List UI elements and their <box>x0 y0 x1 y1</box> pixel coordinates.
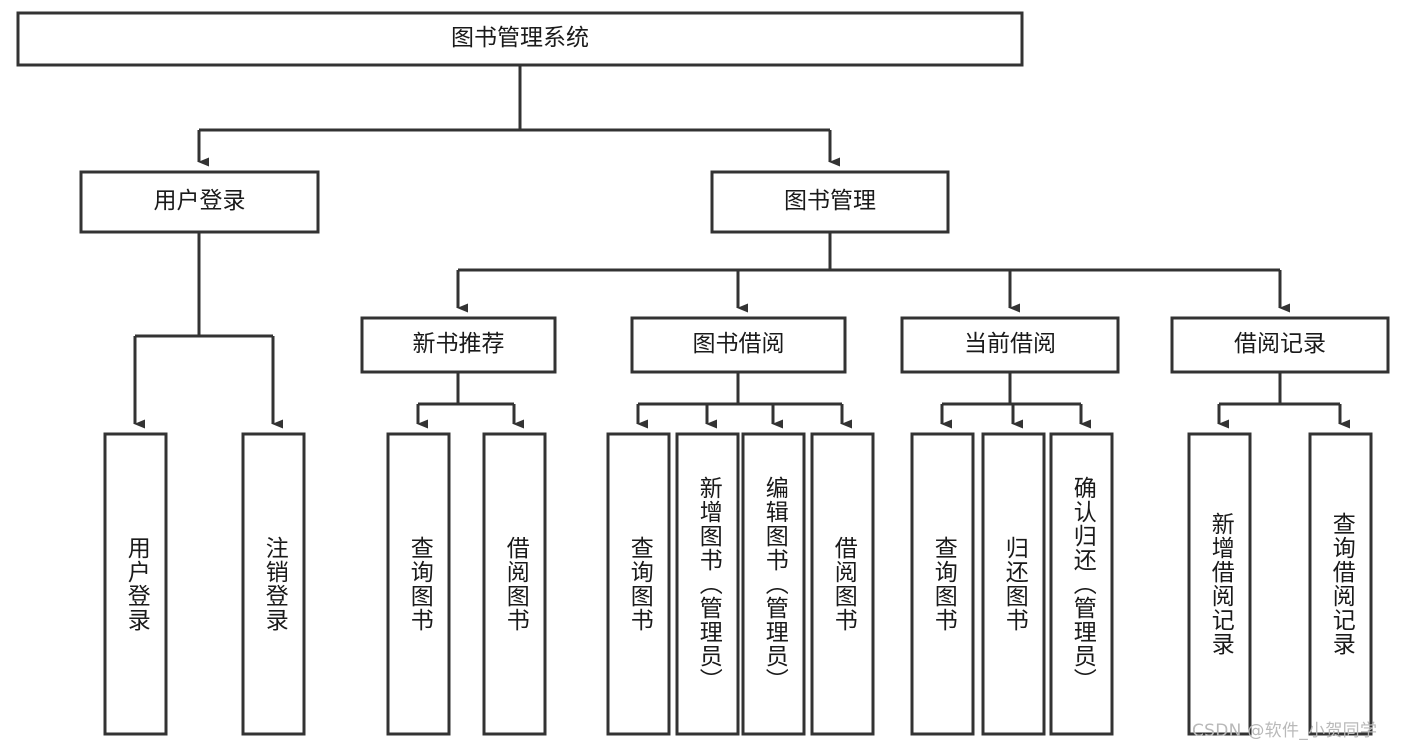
node-box-user-login[interactable] <box>79 170 320 234</box>
node-box-leaf-query-borrow-record[interactable] <box>1308 432 1373 736</box>
node-box-new-book-recommend[interactable] <box>360 316 557 374</box>
connector-lines <box>133 65 1350 429</box>
node-box-leaf-logout-login[interactable] <box>241 432 306 736</box>
node-box-leaf-return-book[interactable] <box>981 432 1046 736</box>
node-boxes <box>16 11 1390 736</box>
node-box-leaf-confirm-return-admin[interactable] <box>1049 432 1114 736</box>
node-box-leaf-borrow-book[interactable] <box>810 432 875 736</box>
node-box-leaf-add-borrow-record[interactable] <box>1187 432 1252 736</box>
node-box-leaf-borrow-book-recommend[interactable] <box>482 432 547 736</box>
node-box-leaf-query-book-current[interactable] <box>910 432 975 736</box>
node-box-leaf-edit-book-admin[interactable] <box>741 432 806 736</box>
node-box-leaf-add-book-admin[interactable] <box>675 432 740 736</box>
node-box-book-manage[interactable] <box>710 170 950 234</box>
node-box-leaf-query-book-recommend[interactable] <box>386 432 451 736</box>
node-box-leaf-user-login[interactable] <box>103 432 168 736</box>
node-box-root[interactable] <box>16 11 1024 67</box>
node-box-current-borrow[interactable] <box>900 316 1120 374</box>
node-box-borrow-record[interactable] <box>1170 316 1390 374</box>
node-box-leaf-query-book-borrow[interactable] <box>606 432 671 736</box>
node-box-book-borrow[interactable] <box>630 316 847 374</box>
watermark-text: CSDN @软件_小贺同学 <box>1192 721 1378 741</box>
